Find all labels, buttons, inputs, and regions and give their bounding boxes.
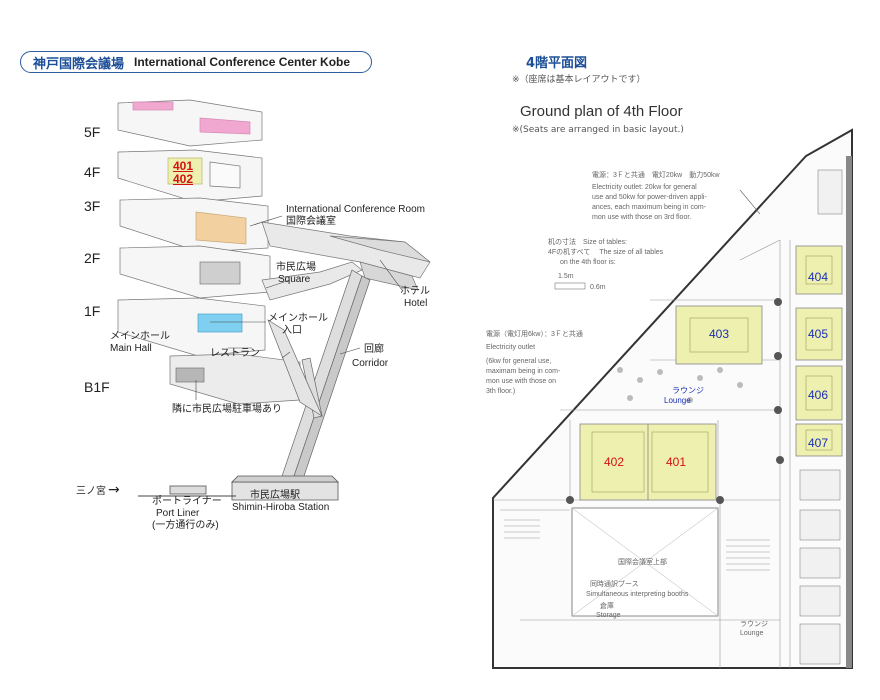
label-sannomiya: 三ノ宮	[76, 486, 106, 497]
label-station-en: Shimin-Hiroba Station	[232, 502, 330, 513]
lounge2-jp: ラウンジ	[740, 621, 768, 628]
label-restaurant-jp: レストラン	[210, 348, 260, 359]
port-liner-train	[169, 485, 207, 495]
label-port-liner-en: Port Liner	[156, 508, 200, 519]
floor-5f-slab	[117, 99, 263, 147]
tables-en-line-2: on the 4th floor is:	[560, 259, 616, 266]
floor-b1f-dark	[175, 367, 205, 383]
floor-label-3f: 3F	[84, 198, 101, 214]
title-en: International Conference Center Kobe	[134, 55, 351, 69]
label-conf-room-en: International Conference Room	[286, 204, 425, 215]
storage-jp: 倉庫	[600, 603, 614, 610]
floor-2f-slab	[119, 245, 271, 299]
conference-wing	[261, 221, 431, 279]
label-main-hall-en: Main Hall	[110, 343, 152, 354]
room-404-fill	[795, 245, 843, 295]
label-main-hall-entrance-jp2: 入口	[282, 325, 302, 336]
floor-label-2f: 2F	[84, 250, 101, 266]
right-title-en: Ground plan of 4th Floor	[520, 103, 683, 120]
ramp-b1f	[267, 319, 323, 417]
label-station-jp: 市民広場駅	[250, 490, 300, 501]
hotel-link	[359, 261, 419, 291]
table-dim-length: 1.5m	[558, 273, 574, 280]
room-405-label: 405	[808, 327, 829, 341]
booth-jp: 国際会議室上部	[618, 559, 667, 566]
left-room-402: 402	[173, 172, 194, 186]
station-roof	[231, 475, 339, 483]
floor-label-4f: 4F	[84, 164, 101, 180]
floor-1f-main-hall	[197, 313, 243, 333]
label-corridor-jp: 回廊	[364, 344, 384, 355]
label-one-way: (一方通行のみ)	[152, 520, 219, 531]
label-port-liner-jp: ポートライナー	[152, 496, 222, 507]
room-407-fill	[795, 423, 843, 457]
room-406-label: 406	[808, 388, 829, 402]
power-en-line-1: Electricity outlet: 20kw for general	[592, 184, 697, 191]
title-pill: 神戸国際会議場 International Conference Center …	[20, 51, 372, 73]
label-hotel-jp: ホテル	[400, 286, 430, 297]
title-jp: 神戸国際会議場	[33, 56, 125, 72]
power-en-line-2: use and 50kw for power-driven appli-	[592, 194, 707, 201]
booth2-jp: 同時通訳ブース	[590, 581, 639, 588]
floor-5f-pink-a	[132, 101, 174, 111]
label-square-en: Square	[278, 274, 311, 285]
right-title-jp: 4階平面図	[526, 56, 588, 71]
building-isometric-diagram	[117, 99, 431, 501]
plan-east-wall	[846, 156, 852, 668]
power-en-line-4: mon use with those on 3rd floor.	[592, 214, 692, 221]
floor-1f-slab	[117, 297, 266, 357]
left-room-401: 401	[173, 159, 194, 173]
elec2-en-line-3: maximam being in com-	[486, 368, 561, 375]
room-404-label: 404	[808, 270, 829, 284]
elec2-en-line-4: mon use with those on	[486, 378, 557, 385]
lounge-en: Lounge	[664, 396, 691, 405]
label-hotel-en: Hotel	[404, 298, 428, 309]
label-corridor-en: Corridor	[352, 358, 389, 369]
right-note-en: ※(Seats are arranged in basic layout.)	[512, 125, 684, 135]
conference-wing-roof	[329, 235, 431, 263]
tables-en-line-1: 4Fの机すべて The size of all tables	[548, 249, 664, 256]
floor-4f-room-shape	[209, 161, 241, 189]
tables-jp: 机の寸法 Size of tables:	[548, 239, 627, 246]
floor-3f-tan	[195, 211, 247, 245]
power-jp: 電源：3Ｆと共通 電灯20kw 動力50kw	[592, 172, 720, 179]
room-406-fill	[795, 365, 843, 421]
label-parking-jp: 隣に市民広場駐車場あり	[172, 404, 282, 415]
elec2-en-line-5: 3th floor.)	[486, 388, 516, 395]
lounge-jp: ラウンジ	[672, 386, 704, 395]
power-en-line-3: ances, each maximum being in com-	[592, 204, 706, 211]
floor-plan-4f	[492, 128, 853, 669]
floor-4f-room-401	[167, 157, 203, 185]
lounge2-en: Lounge	[740, 630, 764, 637]
room-401-label: 401	[666, 455, 687, 469]
label-conf-room-jp: 国際会議室	[286, 216, 336, 227]
floor-label-b1f: B1F	[84, 379, 110, 395]
label-main-hall-entrance-jp1: メインホール	[268, 313, 328, 324]
room-407-label: 407	[808, 436, 829, 450]
floor-label-1f: 1F	[84, 303, 101, 319]
elec2-en-line-2: (6kw for general use,	[486, 358, 552, 365]
label-main-hall-jp: メインホール	[110, 331, 170, 342]
elec2-en-line-1: Electricity outlet	[486, 344, 536, 351]
arrow-right-icon: →	[108, 482, 120, 498]
right-note-jp: ※（座席は基本レイアウトです）	[512, 75, 646, 85]
storage-en: Storage	[596, 612, 621, 619]
room-402-label: 402	[604, 455, 625, 469]
room-405-fill	[795, 307, 843, 361]
floor-2f-grey	[199, 261, 241, 285]
label-square-jp: 市民広場	[276, 262, 316, 273]
floor-label-5f: 5F	[84, 124, 101, 140]
elec2-jp: 電源（電灯用6kw）：3Ｆと共通	[486, 331, 583, 338]
booth2-en: Simultaneous interpreting booths	[586, 591, 689, 598]
room-403-label: 403	[709, 327, 730, 341]
table-dim-width: 0.6m	[590, 284, 606, 291]
floor-5f-pink-b	[199, 117, 251, 135]
square-bridge	[261, 261, 363, 301]
